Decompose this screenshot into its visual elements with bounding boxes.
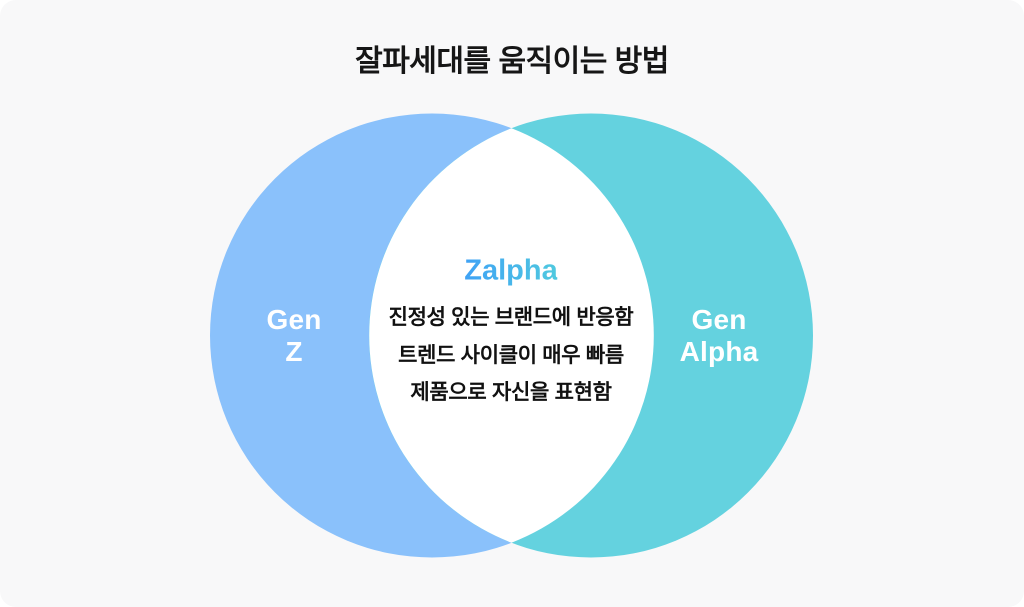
page-title: 잘파세대를 움직이는 방법: [355, 45, 669, 78]
intersection-traits-list: 진정성 있는 브랜드에 반응함 트렌드 사이클이 매우 빠름 제품으로 자신을 …: [389, 299, 634, 412]
gen-z-label-line2: Z: [285, 336, 303, 367]
zalpha-label: Zalpha: [464, 254, 558, 287]
gen-z-label-line1: Gen: [266, 304, 322, 335]
gen-z-label: Gen Z: [266, 304, 321, 368]
trait-item-1: 진정성 있는 브랜드에 반응함: [388, 305, 634, 329]
intersection-lens: [369, 128, 654, 543]
gen-alpha-label-line1: Gen: [691, 304, 747, 335]
trait-item-2: 트렌드 사이클이 매우 빠름: [398, 343, 624, 367]
gen-alpha-label-line2: Alpha: [679, 336, 759, 367]
trait-item-3: 제품으로 자신을 표현함: [410, 380, 612, 404]
gen-alpha-label: Gen Alpha: [680, 304, 759, 368]
